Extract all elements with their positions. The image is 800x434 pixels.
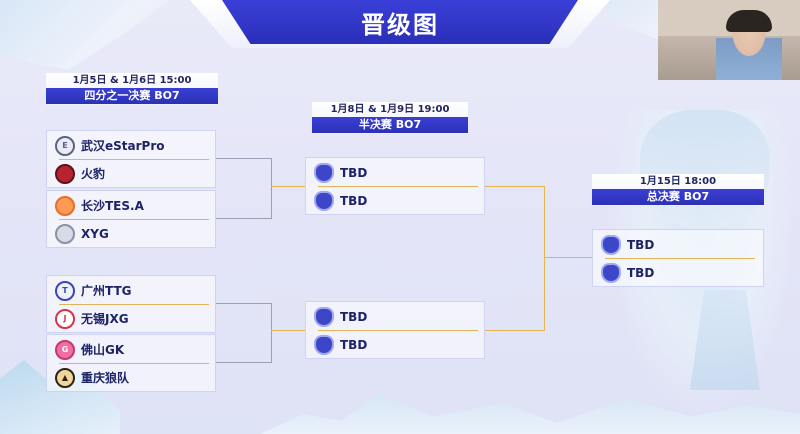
quarterfinal-match-4[interactable]: G 佛山GK ▲ 重庆狼队 <box>46 334 216 392</box>
slot-divider <box>318 186 478 187</box>
quarterfinal-date: 1月5日 & 1月6日 15:00 <box>72 75 192 86</box>
team-name: 佛山GK <box>81 343 125 357</box>
webcam-overlay <box>658 0 800 80</box>
team-name: TBD <box>340 337 368 352</box>
connector-line <box>216 303 272 304</box>
slot-divider <box>605 258 755 259</box>
semifinal-header: 1月8日 & 1月9日 19:00 半决赛 BO7 <box>312 102 468 134</box>
connector-line <box>216 158 272 159</box>
connector-line <box>271 186 305 187</box>
team-name: 火豹 <box>81 167 106 181</box>
wolves-logo-icon: ▲ <box>55 367 75 388</box>
quarterfinal-match-1[interactable]: E 武汉eStarPro 火豹 <box>46 130 216 188</box>
xyg-logo-icon <box>55 223 75 244</box>
quarterfinal-round: 四分之一决赛 BO7 <box>46 88 218 104</box>
quarterfinal-header: 1月5日 & 1月6日 15:00 四分之一决赛 BO7 <box>46 73 218 105</box>
team-name: 广州TTG <box>81 284 132 298</box>
connector-line <box>271 303 272 363</box>
trophy-base <box>690 290 760 390</box>
connector-line <box>485 186 545 187</box>
connector-line <box>544 257 592 258</box>
team-slot[interactable]: TBD <box>314 187 470 214</box>
huoyao-logo-icon <box>55 163 75 184</box>
team-name: 重庆狼队 <box>81 371 130 385</box>
team-name: TBD <box>627 265 655 280</box>
slot-divider <box>59 363 209 364</box>
team-name: TBD <box>340 309 368 324</box>
connector-line <box>485 330 545 331</box>
quarterfinal-match-3[interactable]: T 广州TTG J 无锡JXG <box>46 275 216 333</box>
team-slot[interactable]: TBD <box>601 259 757 286</box>
team-slot[interactable]: ▲ 重庆狼队 <box>55 364 211 391</box>
ttg-logo-icon: T <box>55 280 75 301</box>
final-round: 总决赛 BO7 <box>592 189 764 205</box>
final-date: 1月15日 18:00 <box>639 176 717 187</box>
kpl-shield-icon <box>314 190 334 211</box>
team-slot[interactable]: TBD <box>314 159 470 186</box>
team-slot[interactable]: XYG <box>55 220 211 247</box>
team-slot[interactable]: TBD <box>314 331 470 358</box>
semifinal-match-2[interactable]: TBD TBD <box>305 301 485 359</box>
kpl-shield-icon <box>601 234 621 255</box>
team-slot[interactable]: G 佛山GK <box>55 336 211 363</box>
estar-logo-icon: E <box>55 135 75 156</box>
final-match[interactable]: TBD TBD <box>592 229 764 287</box>
team-name: 长沙TES.A <box>81 199 144 213</box>
kpl-shield-icon <box>601 262 621 283</box>
streamer-hair <box>726 10 772 32</box>
team-slot[interactable]: 长沙TES.A <box>55 192 211 219</box>
team-name: TBD <box>340 193 368 208</box>
team-slot[interactable]: E 武汉eStarPro <box>55 132 211 159</box>
connector-line <box>544 186 545 331</box>
slot-divider <box>59 159 209 160</box>
team-slot[interactable]: TBD <box>314 303 470 330</box>
slot-divider <box>59 219 209 220</box>
team-name: 无锡JXG <box>81 312 129 326</box>
quarterfinal-match-2[interactable]: 长沙TES.A XYG <box>46 190 216 248</box>
semifinal-date: 1月8日 & 1月9日 19:00 <box>330 104 450 115</box>
slot-divider <box>59 304 209 305</box>
tes-logo-icon <box>55 195 75 216</box>
team-slot[interactable]: TBD <box>601 231 757 258</box>
semifinal-match-1[interactable]: TBD TBD <box>305 157 485 215</box>
trophy-icon <box>640 110 770 230</box>
final-header: 1月15日 18:00 总决赛 BO7 <box>592 174 764 206</box>
kpl-shield-icon <box>314 306 334 327</box>
connector-line <box>271 330 305 331</box>
kpl-shield-icon <box>314 334 334 355</box>
connector-line <box>216 218 272 219</box>
kpl-shield-icon <box>314 162 334 183</box>
team-slot[interactable]: 火豹 <box>55 160 211 187</box>
connector-line <box>271 158 272 219</box>
semifinal-round: 半决赛 BO7 <box>312 117 468 133</box>
team-name: XYG <box>81 226 109 241</box>
team-name: TBD <box>627 237 655 252</box>
jxg-logo-icon: J <box>55 308 75 329</box>
connector-line <box>216 362 272 363</box>
team-name: TBD <box>340 165 368 180</box>
team-slot[interactable]: J 无锡JXG <box>55 305 211 332</box>
team-name: 武汉eStarPro <box>81 139 165 153</box>
page-title: 晋级图 <box>222 0 578 44</box>
ice-decoration-top-right <box>600 0 660 40</box>
gk-logo-icon: G <box>55 339 75 360</box>
team-slot[interactable]: T 广州TTG <box>55 277 211 304</box>
slot-divider <box>318 330 478 331</box>
ice-decoration-top-left <box>0 0 170 70</box>
